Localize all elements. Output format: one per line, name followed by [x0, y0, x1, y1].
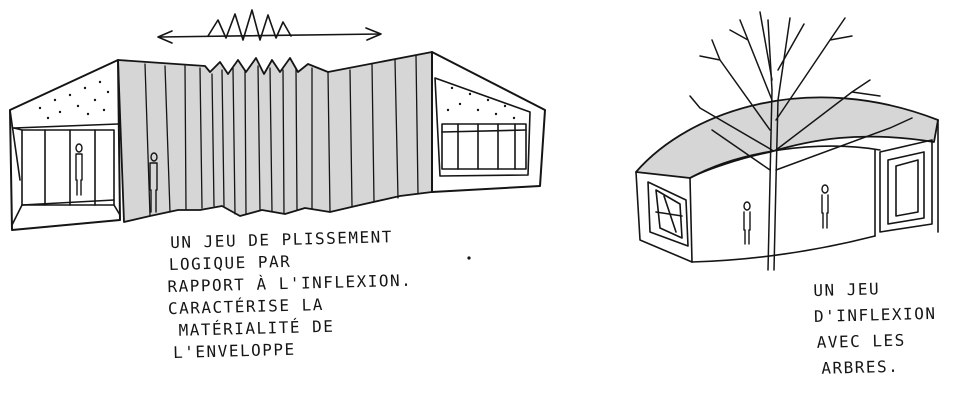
roof-texture: [38, 80, 110, 120]
caption-line: arbres.: [821, 356, 900, 378]
left-box-end: [9, 59, 121, 231]
curved-roof: [635, 96, 939, 179]
pleated-facade: [117, 51, 433, 223]
person-figure: [821, 184, 829, 229]
right-box-end: [431, 51, 546, 193]
zigzag-pleat-symbol: [207, 9, 292, 41]
pleated-envelope-sketch: [9, 9, 546, 231]
person-figure: [75, 143, 83, 196]
pleat-lines: [144, 55, 419, 217]
caption-line: avec les: [816, 330, 906, 352]
curved-volume-sketch: [635, 11, 939, 271]
stray-mark: [467, 256, 471, 260]
roof-texture: [446, 86, 516, 120]
tree: [689, 11, 913, 271]
caption-line: Un jeu: [813, 279, 881, 300]
caption-line: d'inflexion: [813, 303, 937, 326]
arrow-double-headed: [157, 27, 382, 44]
left-caption: Un jeu de plissement logique par rapport…: [167, 226, 414, 364]
left-end-frame: [647, 181, 689, 247]
right-end-frame: [879, 139, 933, 233]
right-caption: Un jeu d'inflexion avec les arbres.: [813, 275, 938, 382]
person-figure: [149, 152, 158, 213]
person-figure: [743, 201, 751, 245]
